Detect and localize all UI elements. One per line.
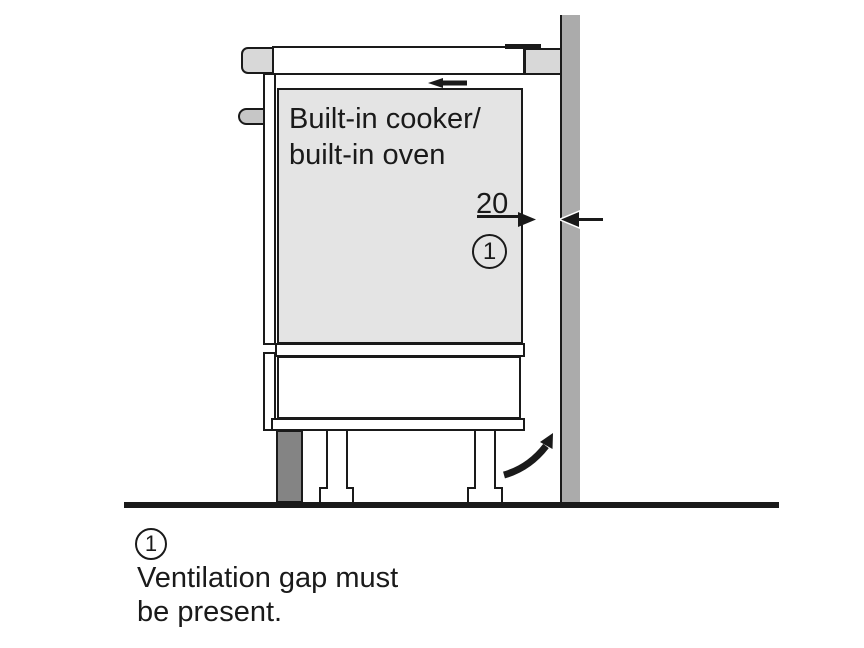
callout-1-badge: 1 [472,234,507,269]
cabinet-side-panel-lower [263,352,276,431]
legend-text: Ventilation gap must be present. [137,561,398,629]
oven-foot-left [319,429,354,504]
airflow-curved-arrowhead [540,433,553,449]
legend-text-line2: be present. [137,596,283,628]
legend-marker-number: 1 [144,531,158,556]
cabinet-shelf-upper [275,343,525,357]
worktop-section [524,48,562,75]
callout-1-number: 1 [482,237,497,265]
cabinet-lower-compartment [277,356,521,419]
legend-text-line1: Ventilation gap must [137,562,399,594]
cabinet-side-panel-upper [263,73,276,345]
oven-label-line2: built-in oven [289,139,446,171]
cabinet-shelf-lower [271,418,525,431]
wall [560,15,580,503]
floor-line [124,502,779,508]
airflow-arrow-left-icon [428,78,467,88]
dimension-value: 20 [476,188,509,220]
oven-label-line1: Built-in cooker/ [289,103,481,135]
cooktop-lip [505,44,541,49]
airflow-curved-arrow-icon [502,443,549,479]
legend-marker-badge: 1 [135,528,167,560]
oven-foot-right [467,429,503,504]
cooktop-body [272,46,525,75]
plinth-panel [276,430,303,503]
